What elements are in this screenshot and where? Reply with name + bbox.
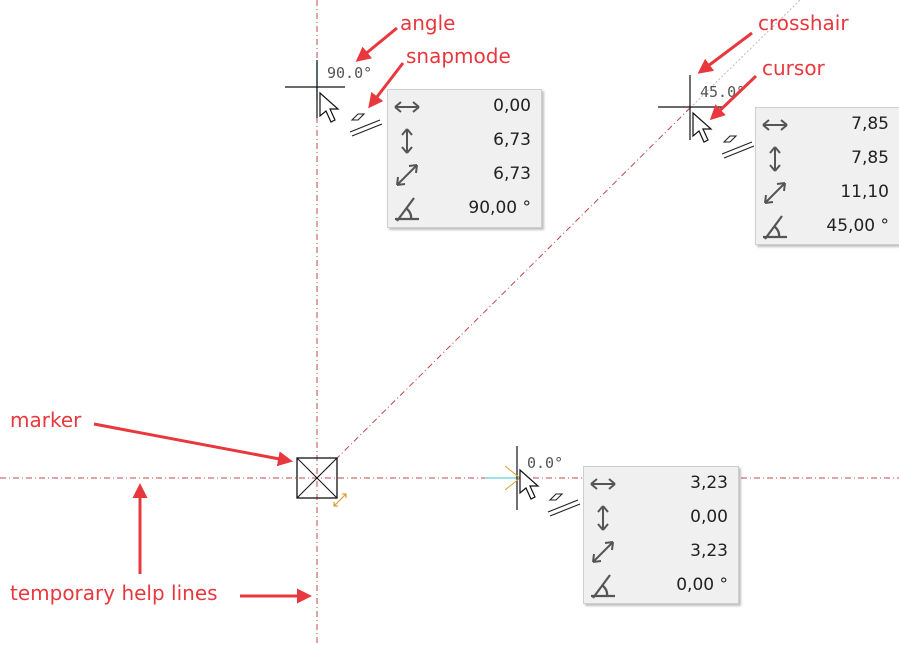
cursor-arrow-icon (692, 111, 713, 143)
angle-icon (395, 197, 419, 222)
panel-row-angle: 0,00 ° (584, 569, 738, 603)
diagonal-help-line (316, 107, 691, 479)
measurement-panel-left: 0,00 6,73 6,73 90,00 ° (387, 89, 542, 228)
value-dist: 11,10 (840, 182, 889, 202)
value-dx: 0,00 (493, 96, 531, 116)
value-dy: 0,00 (690, 507, 728, 527)
panel-row-dist: 11,10 (756, 176, 899, 210)
annotation-arrow-crosshair (697, 31, 753, 74)
panel-row-dist: 6,73 (388, 158, 541, 192)
annotation-crosshair: crosshair (758, 11, 849, 35)
measurement-panel-right: 7,85 7,85 11,10 45,00 ° (755, 107, 899, 245)
panel-row-angle: 90,00 ° (388, 192, 541, 226)
annotation-arrow-marker (93, 422, 293, 467)
value-dx: 3,23 (690, 473, 728, 493)
value-angle: 45,00 ° (826, 216, 889, 236)
panel-row-dx: 0,00 (388, 90, 541, 124)
diagonal-help-line-extension (689, 0, 801, 109)
panel-row-dy: 6,73 (388, 124, 541, 158)
angle-readout-bottom: 0.0° (527, 454, 563, 472)
panel-row-dy: 0,00 (584, 501, 738, 535)
horizontal-arrow-icon (394, 101, 420, 113)
panel-row-dy: 7,85 (756, 142, 899, 176)
angle-icon (591, 574, 615, 599)
snapmode-icon (349, 113, 383, 137)
value-dx: 7,85 (851, 114, 889, 134)
value-dist: 3,23 (690, 541, 728, 561)
annotation-help-lines: temporary help lines (10, 581, 218, 605)
value-dist: 6,73 (493, 164, 531, 184)
vertical-arrow-icon (597, 505, 609, 531)
diagonal-arrow-icon (396, 164, 418, 186)
panel-row-dx: 7,85 (756, 108, 899, 142)
annotation-cursor: cursor (762, 56, 826, 80)
value-angle: 90,00 ° (468, 198, 531, 218)
vertical-arrow-icon (401, 128, 413, 154)
panel-row-dx: 3,23 (584, 467, 738, 501)
annotation-snapmode: snapmode (406, 44, 511, 68)
annotation-arrow-angle (355, 26, 398, 62)
marker-box-icon (296, 457, 347, 507)
crosshair-left (285, 60, 345, 118)
value-dy: 7,85 (851, 148, 889, 168)
annotation-arrow-cursor (709, 74, 758, 121)
annotations: angle snapmode crosshair cursor marker t… (10, 11, 849, 605)
panel-row-angle: 45,00 ° (756, 210, 899, 244)
horizontal-arrow-icon (762, 119, 788, 131)
cursor-arrow-icon (319, 91, 340, 123)
diagonal-arrow-icon (764, 182, 786, 204)
measurement-panel-bottom: 3,23 0,00 3,23 0,00 ° (583, 466, 739, 604)
annotation-arrow-snapmode (368, 62, 405, 109)
annotation-marker: marker (10, 408, 82, 432)
panel-row-dist: 3,23 (584, 535, 738, 569)
annotation-angle: angle (400, 11, 456, 35)
snapmode-icon (721, 135, 755, 159)
diagonal-arrow-icon (592, 541, 614, 563)
value-dy: 6,73 (493, 130, 531, 150)
vertical-arrow-icon (769, 146, 781, 172)
horizontal-arrow-icon (590, 478, 616, 490)
angle-readout-left: 90.0° (327, 64, 372, 82)
crosshair-bottom (504, 446, 521, 510)
angle-icon (763, 215, 787, 240)
snapmode-icon (547, 493, 581, 517)
value-angle: 0,00 ° (676, 575, 728, 595)
cursor-arrow-icon (519, 468, 540, 500)
